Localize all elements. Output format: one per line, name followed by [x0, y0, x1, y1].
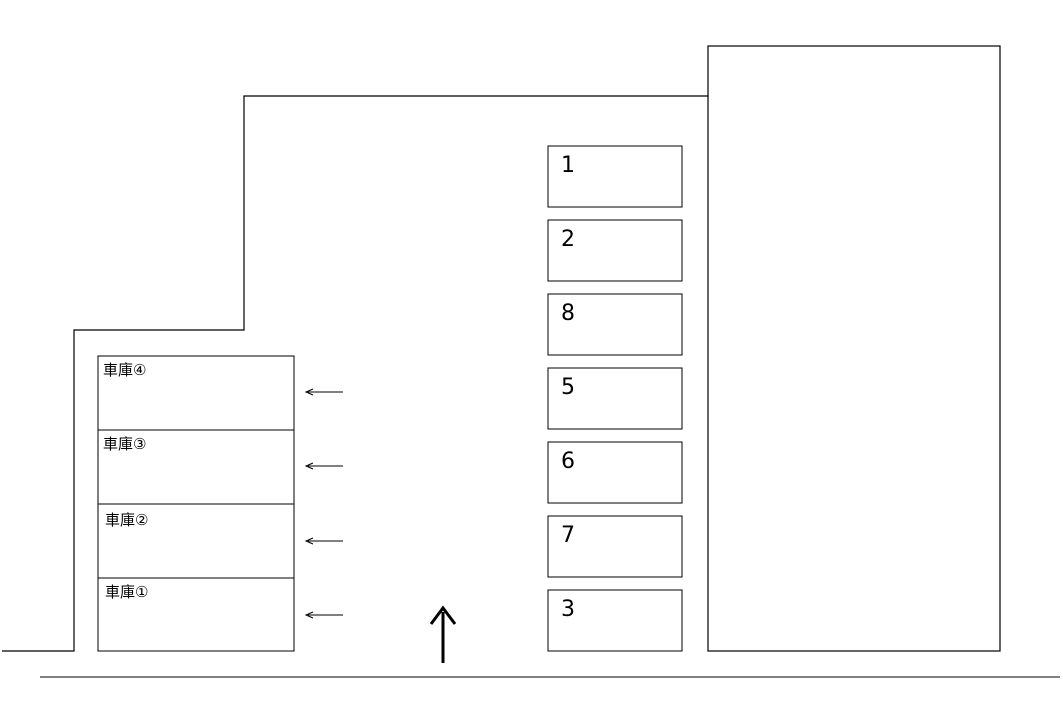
garage-entry-arrows — [304, 388, 343, 619]
parking-space-5 — [547, 367, 683, 430]
garage-label: 車庫② — [105, 511, 148, 529]
parking-space-1 — [547, 145, 683, 208]
adjacent-building — [707, 45, 1001, 652]
parking-space-2 — [547, 219, 683, 282]
parking-space-label: 8 — [561, 301, 575, 326]
garage-entry-arrow — [304, 462, 343, 470]
site-boundary — [2, 95, 708, 652]
garage-entry-arrow — [304, 388, 343, 396]
garage-1 — [97, 577, 295, 652]
parking-space-6 — [547, 441, 683, 504]
parking-space-8 — [547, 293, 683, 356]
parking-space-7 — [547, 515, 683, 578]
entrance-arrow — [429, 605, 457, 663]
parking-space-label: 7 — [561, 523, 575, 548]
parking-space-3 — [547, 589, 683, 652]
parking-space-label: 1 — [561, 153, 575, 178]
garage-entry-arrow — [304, 611, 343, 619]
parking-space-label: 3 — [561, 597, 575, 622]
parking-space-label: 2 — [561, 227, 575, 252]
garage-entry-arrow — [304, 537, 343, 545]
garage-label: 車庫④ — [103, 361, 146, 379]
parking-space-label: 5 — [561, 375, 575, 400]
garage-block: 車庫④ 車庫③ 車庫② 車庫① — [97, 355, 295, 652]
garage-label: 車庫① — [105, 583, 148, 601]
parking-space-label: 6 — [561, 449, 575, 474]
garage-label: 車庫③ — [103, 435, 146, 453]
parking-spaces: 1 2 8 5 6 7 3 — [547, 145, 683, 652]
